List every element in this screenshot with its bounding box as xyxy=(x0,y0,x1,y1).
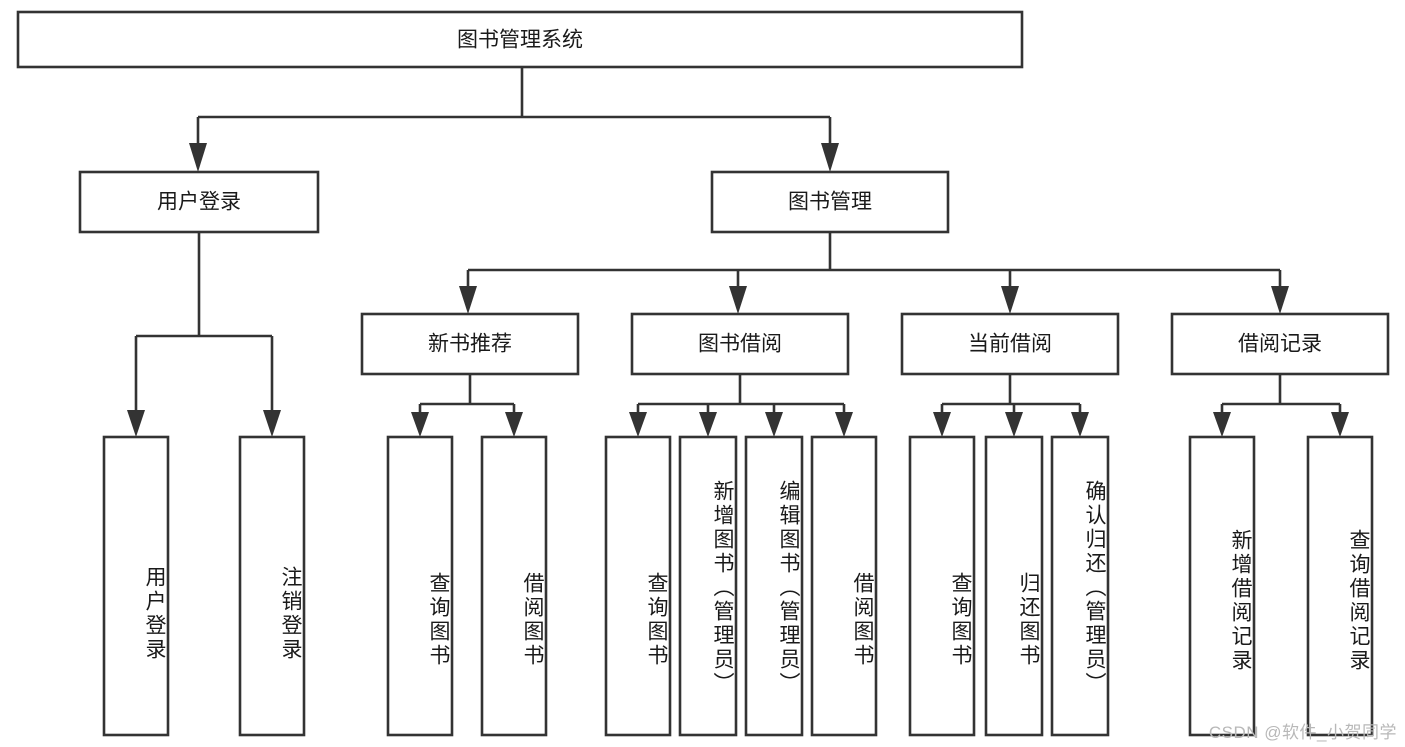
connector-borrow-to-leaves xyxy=(629,374,853,437)
leaf-rect[interactable] xyxy=(1306,435,1374,737)
node-root-label: 图书管理系统 xyxy=(457,29,583,52)
leaf-rect[interactable] xyxy=(984,435,1044,737)
leaf-rect[interactable] xyxy=(908,435,976,737)
connector-current-to-leaves xyxy=(933,374,1089,437)
connector-records-to-leaves xyxy=(1213,374,1349,437)
node-book-borrow[interactable]: 图书借阅 xyxy=(630,312,850,376)
node-book-management[interactable]: 图书管理 xyxy=(710,170,950,234)
node-borrow-records-label: 借阅记录 xyxy=(1238,333,1322,356)
node-user-login-label: 用户登录 xyxy=(157,191,241,214)
node-new-book-recommend-label: 新书推荐 xyxy=(428,333,512,356)
leaf-rect[interactable] xyxy=(604,435,672,737)
node-book-management-label: 图书管理 xyxy=(788,191,872,214)
connector-root-to-level2 xyxy=(189,67,839,172)
leaf-rect[interactable] xyxy=(480,435,548,737)
leaf-rect[interactable] xyxy=(678,435,738,737)
node-user-login[interactable]: 用户登录 xyxy=(78,170,320,234)
node-current-borrow-label: 当前借阅 xyxy=(968,333,1052,356)
leaf-rect[interactable] xyxy=(1050,435,1110,737)
connector-userlogin-to-leaves xyxy=(127,232,281,437)
node-current-borrow[interactable]: 当前借阅 xyxy=(900,312,1120,376)
leaf-rects xyxy=(102,435,1374,737)
leaf-rect[interactable] xyxy=(102,435,170,737)
connector-books-to-level3 xyxy=(459,232,1289,314)
leaf-rect[interactable] xyxy=(810,435,878,737)
node-new-book-recommend[interactable]: 新书推荐 xyxy=(360,312,580,376)
leaf-rect[interactable] xyxy=(238,435,306,737)
node-root[interactable]: 图书管理系统 xyxy=(16,10,1024,69)
leaf-rect[interactable] xyxy=(744,435,804,737)
leaf-rect[interactable] xyxy=(1188,435,1256,737)
leaf-rect[interactable] xyxy=(386,435,454,737)
node-book-borrow-label: 图书借阅 xyxy=(698,333,782,356)
node-borrow-records[interactable]: 借阅记录 xyxy=(1170,312,1390,376)
csdn-watermark: CSDN @软件_小贺同学 xyxy=(1208,723,1397,742)
connector-newbooks-to-leaves xyxy=(411,374,523,437)
